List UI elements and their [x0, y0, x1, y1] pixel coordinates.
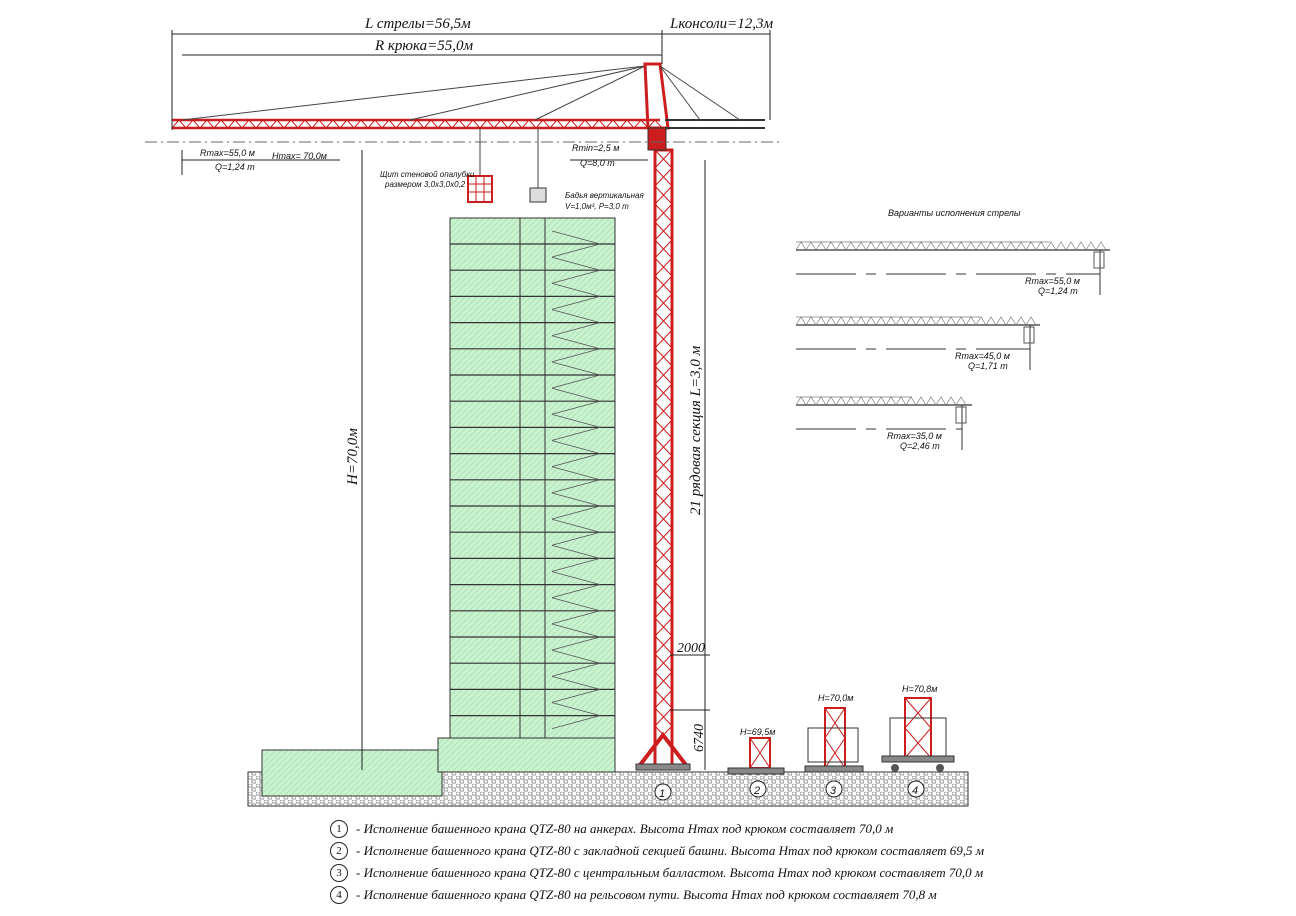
base-number-3: 3	[825, 780, 843, 798]
foundation-block	[261, 749, 443, 797]
legend-row: 2 - Исполнение башенного крана QTZ-80 с з…	[330, 840, 1230, 862]
svg-text:2: 2	[753, 785, 760, 797]
legend-text: - Исполнение башенного крана QTZ-80 на а…	[356, 821, 894, 836]
base-variant-3	[804, 707, 864, 773]
legend-number: 4	[330, 886, 348, 904]
rmax-label: Rmax=55,0 м	[200, 148, 255, 158]
variant-rmax: Rmax=55,0 м	[1025, 276, 1080, 286]
console-length-label: Lконсоли=12,3м	[669, 16, 774, 32]
variant-rmax: Rmax=45,0 м	[955, 351, 1010, 361]
hook-radius-label: R крюка=55,0м	[374, 38, 474, 54]
formwork-label-1: Щит стеновой опалубки	[380, 170, 475, 179]
boom-length-label: L стрелы=56,5м	[364, 16, 471, 32]
svg-text:3: 3	[830, 785, 837, 797]
legend-row: 1 - Исполнение башенного крана QTZ-80 на …	[330, 818, 1230, 840]
variant-rmax: Rmax=35,0 м	[887, 431, 942, 441]
legend-text: - Исполнение башенного крана QTZ-80 на р…	[356, 887, 937, 902]
svg-text:4: 4	[912, 785, 918, 797]
legend-number: 2	[330, 842, 348, 860]
legend-number: 3	[330, 864, 348, 882]
variant-q: Q=2,46 т	[900, 441, 940, 451]
height-label: H=70,0м	[345, 428, 361, 486]
bucket-label-2: V=1,0м³, P=3,0 т	[565, 202, 629, 211]
base-variant-4	[881, 697, 955, 772]
variant-q: Q=1,24 т	[1038, 286, 1078, 296]
base-number-4: 4	[907, 780, 925, 798]
base-number-2: 2	[749, 780, 767, 798]
dim-6740-label: 6740	[692, 724, 707, 752]
q-rmax-label: Q=1,24 т	[215, 162, 255, 172]
svg-text:1: 1	[659, 788, 665, 800]
boom-variants: Rmax=55,0 мQ=1,24 т Rmax=45,0 мQ=1,71 т Rm…	[795, 241, 1110, 451]
hook-formwork	[467, 128, 493, 203]
variant-q: Q=1,71 т	[968, 361, 1008, 371]
variants-title: Варианты исполнения стрелы	[888, 208, 1021, 218]
building	[437, 217, 616, 773]
legend-text: - Исполнение башенного крана QTZ-80 с це…	[356, 865, 984, 880]
dim-2000-label: 2000	[677, 641, 705, 656]
bucket-label-1: Бадья вертикальная	[565, 191, 645, 200]
sections-label: 21 рядовая секция L=3,0 м	[688, 345, 704, 515]
tower-mast	[635, 148, 691, 771]
legend-number: 1	[330, 820, 348, 838]
crane-jib	[171, 62, 765, 151]
formwork-label-2: размером 3,0х3,0х0,2	[384, 180, 466, 189]
base-2-height: H=69,5м	[740, 727, 775, 737]
legend-row: 3 - Исполнение башенного крана QTZ-80 с ц…	[330, 862, 1230, 884]
hmax-label: Hmax= 70,0м	[272, 151, 327, 161]
hook-bucket	[529, 128, 547, 203]
legend: 1 - Исполнение башенного крана QTZ-80 на …	[330, 818, 1230, 906]
base-variant-2	[727, 737, 785, 775]
base-3-height: H=70,0м	[818, 693, 853, 703]
legend-text: - Исполнение башенного крана QTZ-80 с за…	[356, 843, 985, 858]
rmin-label: Rmin=2,5 м	[572, 143, 619, 153]
dimension-lines	[145, 30, 780, 770]
base-number-1: 1	[654, 783, 672, 801]
legend-row: 4 - Исполнение башенного крана QTZ-80 на …	[330, 884, 1230, 906]
base-4-height: H=70,8м	[902, 684, 937, 694]
q-rmin-label: Q=8,0 т	[580, 158, 615, 168]
